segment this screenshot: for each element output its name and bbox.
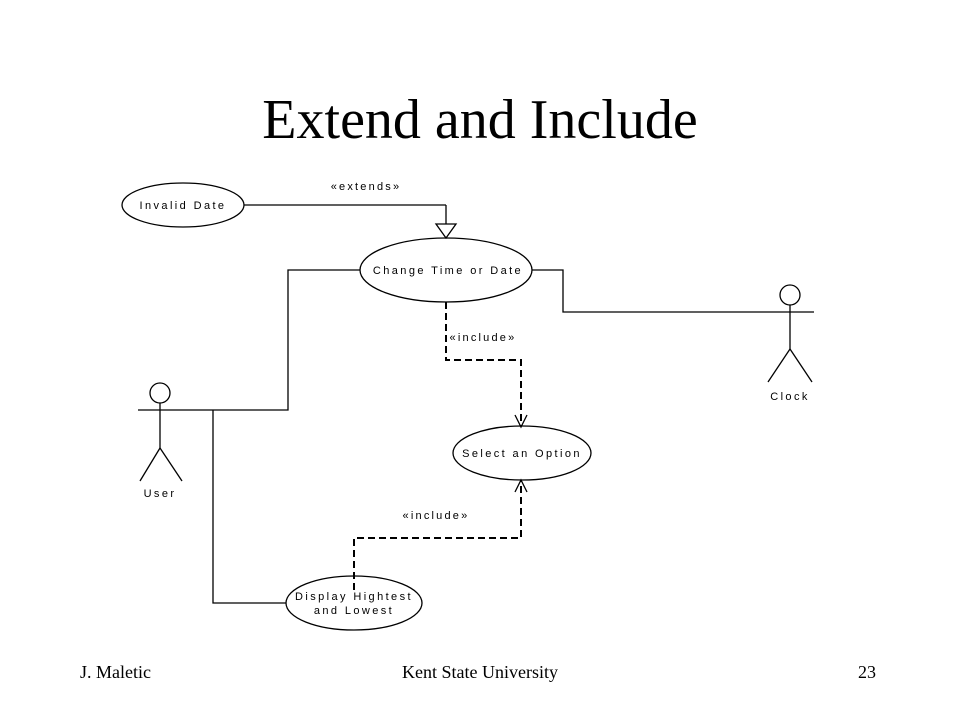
association-user-display [212,410,286,604]
actor-clock: Clock [767,284,813,403]
association-change-time-clock [532,269,814,313]
association-user-change-time [138,269,360,411]
use-case-invalid-date-label: Invalid Date [140,200,227,212]
footer-page-number: 23 [858,662,876,682]
include-2-label: «include» [403,510,470,522]
footer-author: J. Maletic [80,662,151,682]
clock-head [779,284,801,306]
use-case-change-time: Change Time or Date [359,237,533,303]
actor-user: User [139,382,183,500]
extends-arrowhead [434,223,458,240]
use-case-select-option-label: Select an Option [462,448,582,460]
extends-relation: «extends» [244,181,458,240]
use-case-change-time-label: Change Time or Date [373,265,523,277]
footer-university: Kent State University [402,662,558,682]
extends-label: «extends» [331,181,402,193]
user-head [149,382,171,404]
include-1-label: «include» [450,332,517,344]
use-case-invalid-date: Invalid Date [121,182,245,228]
use-case-select-option: Select an Option [452,425,592,481]
include-relation-1: «include» [445,302,528,429]
use-case-display-label-line2: and Lowest [314,605,394,617]
actor-user-label: User [144,488,177,500]
include-1-arrowhead [514,414,528,429]
slide-title: Extend and Include [262,89,698,151]
include-2-arrowhead [514,478,528,493]
actor-clock-label: Clock [770,391,810,403]
use-case-display-label-line1: Display Hightest [295,591,413,603]
include-relation-2: «include» [353,478,528,590]
